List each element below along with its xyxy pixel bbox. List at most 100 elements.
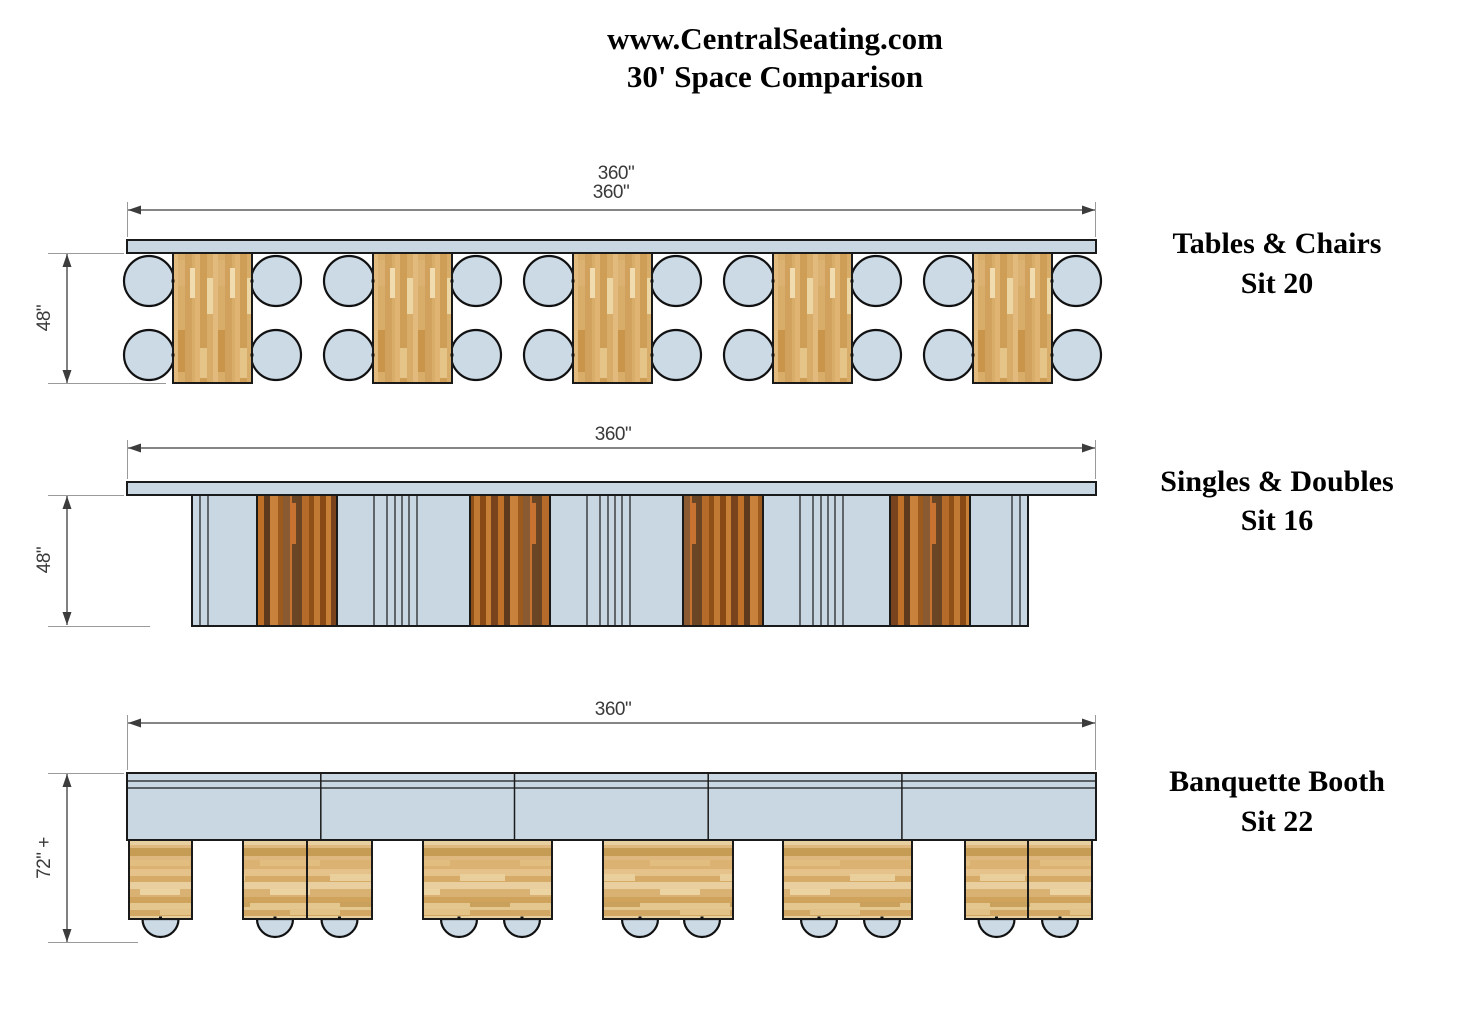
site-title: www.CentralSeating.com bbox=[607, 21, 943, 56]
chair-tick bbox=[1050, 279, 1054, 283]
chair-tick bbox=[771, 353, 775, 357]
chair-icon bbox=[620, 917, 660, 939]
chair-icon bbox=[322, 254, 376, 308]
dining-table bbox=[172, 252, 253, 384]
row1-layout-name: Tables & Chairs bbox=[1172, 227, 1382, 260]
row2-depth-dimension-label: 48" bbox=[34, 546, 55, 574]
row3-depth-dimension-label: 72" + bbox=[34, 837, 55, 879]
chair-icon bbox=[649, 328, 703, 382]
chair-icon bbox=[722, 254, 776, 308]
chair-tick bbox=[159, 916, 162, 920]
chair-icon bbox=[249, 254, 303, 308]
chair-tick bbox=[457, 916, 461, 920]
row2-layout-name: Singles & Doubles bbox=[1160, 465, 1394, 498]
banquette-table bbox=[306, 839, 373, 920]
dimension-arrow-left bbox=[128, 718, 141, 728]
banquette-table bbox=[782, 839, 913, 920]
chair-icon bbox=[320, 917, 359, 939]
dining-table bbox=[972, 252, 1053, 384]
booth-table bbox=[682, 494, 764, 627]
chair-tick bbox=[638, 916, 642, 920]
chair-icon bbox=[977, 917, 1016, 939]
chair-icon bbox=[249, 328, 303, 382]
chair-tick bbox=[371, 353, 375, 357]
chair-icon bbox=[439, 917, 479, 939]
dimension-arrow-up bbox=[62, 254, 72, 267]
chair-icon bbox=[1049, 328, 1103, 382]
chair-icon bbox=[922, 328, 976, 382]
chair-tick bbox=[273, 916, 277, 920]
banquette-bench bbox=[126, 772, 1097, 841]
row1-width-dimension-label: 360" bbox=[592, 182, 630, 203]
booth-table bbox=[469, 494, 551, 627]
chair-tick bbox=[850, 353, 854, 357]
chair-icon bbox=[502, 917, 542, 939]
chair-tick bbox=[880, 916, 884, 920]
chair-tick bbox=[450, 279, 454, 283]
chair-icon bbox=[122, 328, 176, 382]
chair-icon bbox=[122, 254, 176, 308]
chair-icon bbox=[682, 917, 722, 939]
chair-tick bbox=[571, 353, 575, 357]
row2-seat-count: Sit 16 bbox=[1240, 504, 1314, 537]
dimension-arrow-right bbox=[1082, 443, 1095, 453]
dining-table bbox=[772, 252, 853, 384]
chair-icon bbox=[922, 254, 976, 308]
chair-tick bbox=[700, 916, 704, 920]
row1-width-dimension-label-secondary: 360" bbox=[597, 163, 635, 184]
chair-tick bbox=[171, 353, 175, 357]
banquette-table bbox=[128, 839, 193, 920]
chair-tick bbox=[971, 353, 975, 357]
chair-tick bbox=[1050, 353, 1054, 357]
chair-icon bbox=[141, 917, 180, 939]
chair-icon bbox=[799, 917, 839, 939]
dimension-arrow-down bbox=[62, 370, 72, 383]
chair-tick bbox=[650, 279, 654, 283]
chair-icon bbox=[862, 917, 902, 939]
row3-seat-count: Sit 22 bbox=[1240, 805, 1314, 838]
chair-icon bbox=[522, 254, 576, 308]
dimension-arrow-up bbox=[62, 496, 72, 509]
chair-tick bbox=[250, 353, 254, 357]
chair-icon bbox=[522, 328, 576, 382]
chair-tick bbox=[520, 916, 524, 920]
chair-icon bbox=[849, 254, 903, 308]
dining-table bbox=[372, 252, 453, 384]
row3-layout-name: Banquette Booth bbox=[1169, 765, 1385, 798]
chair-tick bbox=[571, 279, 575, 283]
chair-tick bbox=[771, 279, 775, 283]
chair-icon bbox=[1049, 254, 1103, 308]
chair-icon bbox=[322, 328, 376, 382]
page-subtitle: 30' Space Comparison bbox=[626, 59, 924, 94]
chair-tick bbox=[650, 353, 654, 357]
dimension-arrow-right bbox=[1082, 205, 1095, 215]
row1-wall-strip bbox=[126, 239, 1097, 254]
chair-tick bbox=[995, 916, 998, 920]
chair-tick bbox=[371, 279, 375, 283]
chair-tick bbox=[850, 279, 854, 283]
chair-icon bbox=[849, 328, 903, 382]
banquette-table bbox=[1027, 839, 1093, 920]
chair-tick bbox=[338, 916, 341, 920]
dimension-arrow-right bbox=[1082, 718, 1095, 728]
banquette-table bbox=[242, 839, 308, 920]
dimension-arrow-down bbox=[62, 929, 72, 942]
booth-table bbox=[889, 494, 971, 627]
banquette-table bbox=[602, 839, 734, 920]
row2-width-dimension-label: 360" bbox=[594, 424, 632, 445]
chair-tick bbox=[450, 353, 454, 357]
row2-wall-strip bbox=[126, 481, 1097, 496]
row1-depth-dimension-label: 48" bbox=[34, 304, 55, 332]
chair-icon bbox=[449, 328, 503, 382]
dimension-arrow-left bbox=[128, 205, 141, 215]
chair-icon bbox=[255, 917, 295, 939]
chair-icon bbox=[649, 254, 703, 308]
dimension-arrow-up bbox=[62, 774, 72, 787]
row3-width-dimension-label: 360" bbox=[594, 699, 632, 720]
banquette-table bbox=[964, 839, 1029, 920]
chair-icon bbox=[722, 328, 776, 382]
dimension-arrow-down bbox=[62, 612, 72, 625]
chair-tick bbox=[817, 916, 821, 920]
